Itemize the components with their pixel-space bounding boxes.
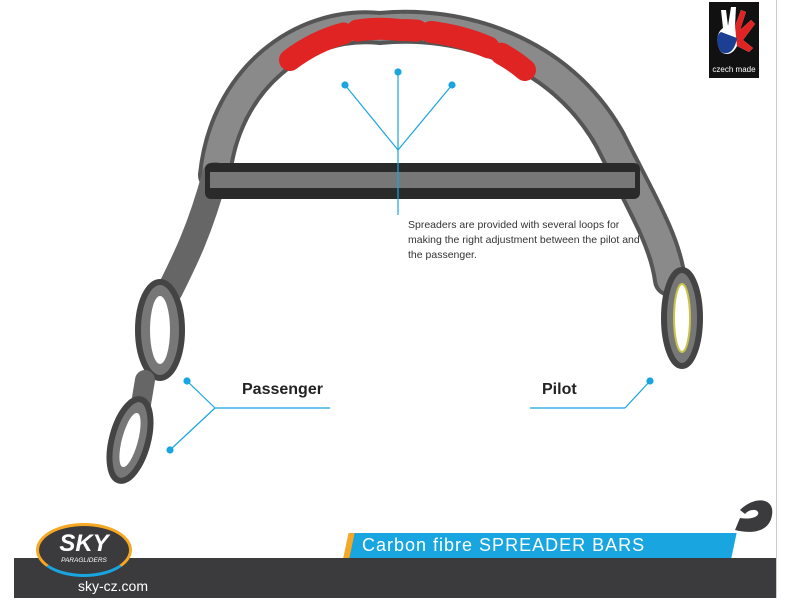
swoosh-icon	[735, 500, 773, 532]
carbon-bar	[205, 163, 640, 199]
banner-title: Carbon fibre SPREADER BARS	[362, 535, 646, 555]
frame	[14, 0, 777, 598]
callout-lines	[166, 68, 654, 454]
logo-sub: PARAGLIDERS	[61, 557, 107, 564]
hand-flag-icon	[717, 7, 755, 54]
footer-bar	[14, 558, 776, 598]
sky-logo: SKY PARAGLIDERS	[36, 523, 132, 577]
strap-left	[106, 9, 703, 484]
czech-made-badge: czech made	[709, 2, 759, 78]
callout-note: Spreaders are provided with several loop…	[408, 219, 640, 261]
pilot-label: Pilot	[542, 381, 577, 398]
passenger-label: Passenger	[242, 381, 323, 398]
badge-text: czech made	[712, 65, 756, 74]
logo-main: SKY	[59, 530, 109, 557]
website-url: sky-cz.com	[78, 578, 148, 594]
